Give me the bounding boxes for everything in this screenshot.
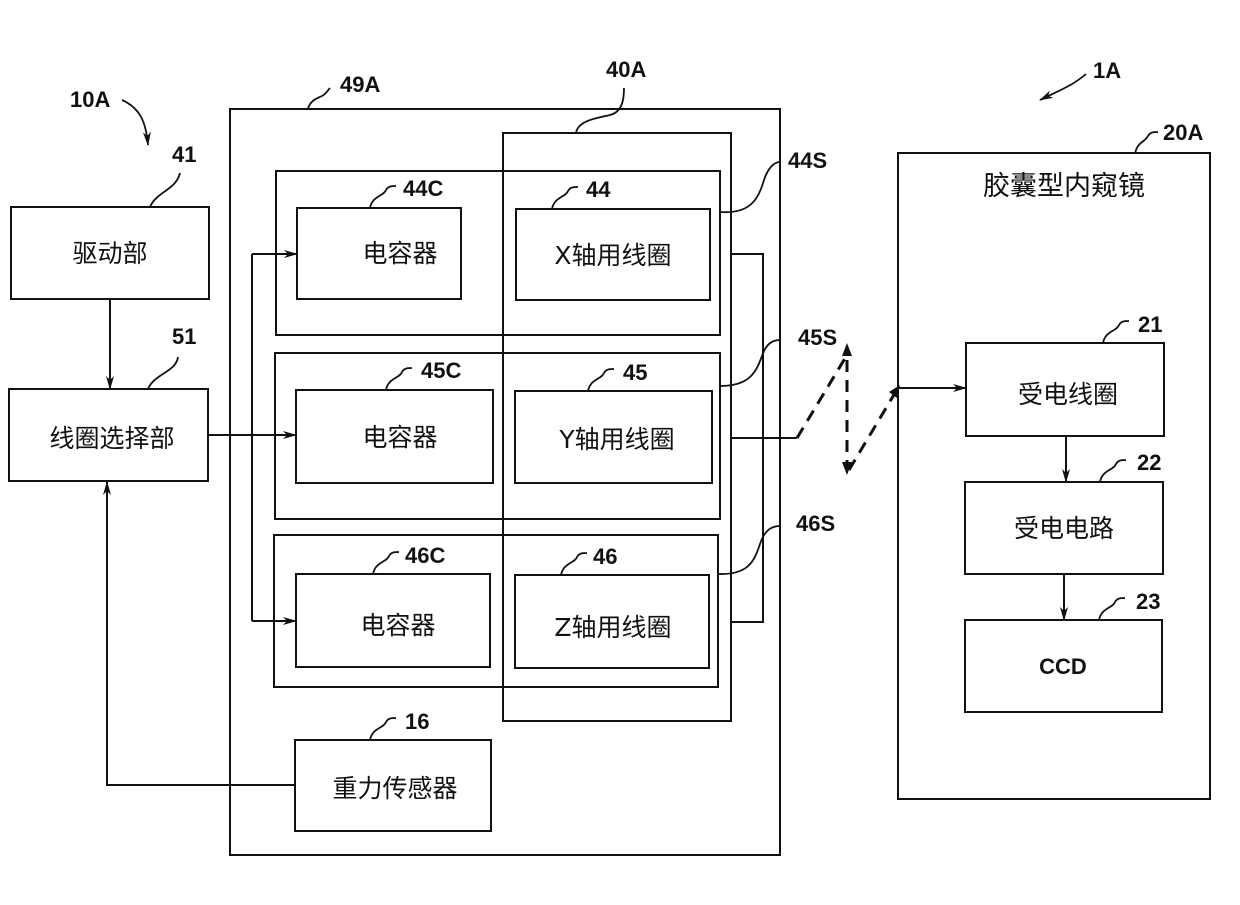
ref-46c-leader bbox=[373, 552, 399, 574]
drive-unit-block: 驱动部 41 bbox=[11, 142, 209, 299]
ref-41-leader bbox=[150, 173, 180, 207]
wireless-power-link bbox=[797, 343, 900, 475]
capsule-endoscope-20a: 胶囊型内窥镜 20A 受电线圈 21 受电电路 22 CCD 23 bbox=[898, 120, 1210, 799]
ref-44-leader bbox=[552, 187, 578, 209]
row-y-45s: 电容器 45C Y轴用线圈 45 45S bbox=[275, 325, 837, 519]
wireless-arrowhead-up bbox=[842, 343, 852, 356]
ref-44-label: 44 bbox=[586, 177, 611, 202]
ref-45s-leader bbox=[720, 340, 780, 386]
ref-46s-label: 46S bbox=[796, 511, 835, 536]
ref-1a-label: 1A bbox=[1093, 58, 1121, 83]
ref-23-leader bbox=[1099, 598, 1125, 620]
ref-44s-label: 44S bbox=[788, 148, 827, 173]
gravity-sensor-block: 重力传感器 16 bbox=[295, 709, 491, 831]
ref-22-label: 22 bbox=[1137, 450, 1161, 475]
drive-unit-label: 驱动部 bbox=[72, 239, 147, 268]
ref-16-leader bbox=[370, 718, 396, 740]
ref-45c-leader bbox=[386, 368, 412, 390]
ccd-label: CCD bbox=[1039, 654, 1087, 679]
arrow-sensor-to-selector bbox=[107, 482, 295, 785]
ref-21-label: 21 bbox=[1138, 312, 1162, 337]
ref-22-leader bbox=[1100, 460, 1126, 482]
ref-46s-leader bbox=[718, 526, 780, 574]
ref-1a-arrow bbox=[1040, 74, 1086, 100]
capacitor-y-label: 电容器 bbox=[362, 423, 437, 452]
coil-y-label: Y轴用线圈 bbox=[558, 425, 674, 454]
ref-46c-label: 46C bbox=[405, 543, 445, 568]
ref-45-leader bbox=[588, 369, 614, 391]
ref-40a-leader bbox=[576, 88, 624, 133]
ref-10a: 10A bbox=[70, 87, 148, 145]
capacitor-x-label: 电容器 bbox=[362, 239, 437, 268]
ref-51-label: 51 bbox=[172, 324, 196, 349]
row-z-46s: 电容器 46C Z轴用线圈 46 46S bbox=[274, 511, 835, 687]
ref-49a-label: 49A bbox=[340, 72, 380, 97]
capacitor-z-label: 电容器 bbox=[360, 611, 435, 640]
ref-44s-leader bbox=[720, 162, 780, 212]
ref-16-label: 16 bbox=[405, 709, 429, 734]
ref-51-leader bbox=[148, 357, 178, 389]
ref-20a-leader bbox=[1135, 132, 1158, 154]
ref-44c-label: 44C bbox=[403, 176, 443, 201]
selector-to-capacitors-bus bbox=[208, 254, 297, 621]
ref-10a-label: 10A bbox=[70, 87, 110, 112]
coil-z-label: Z轴用线圈 bbox=[554, 613, 671, 642]
coil-x-label: X轴用线圈 bbox=[554, 241, 671, 270]
coils-output-bus bbox=[731, 254, 797, 622]
ref-23-label: 23 bbox=[1136, 589, 1160, 614]
ref-41-label: 41 bbox=[172, 142, 196, 167]
ref-49a-leader bbox=[308, 88, 330, 109]
ref-40a-label: 40A bbox=[606, 57, 646, 82]
ref-20a-label: 20A bbox=[1163, 120, 1203, 145]
coil-selector-block: 线圈选择部 51 bbox=[9, 324, 208, 481]
ref-46-leader bbox=[561, 553, 587, 575]
ref-45-label: 45 bbox=[623, 360, 647, 385]
row-x-44s: 电容器 44C X轴用线圈 44 44S bbox=[276, 148, 827, 335]
ref-1a: 1A bbox=[1040, 58, 1121, 100]
receive-coil-label: 受电线圈 bbox=[1018, 380, 1118, 409]
wireless-link-segment-1 bbox=[797, 355, 847, 438]
ref-45c-label: 45C bbox=[421, 358, 461, 383]
ref-46-label: 46 bbox=[593, 544, 617, 569]
ref-45s-label: 45S bbox=[798, 325, 837, 350]
ref-21-leader bbox=[1103, 321, 1129, 343]
receive-circuit-label: 受电电路 bbox=[1014, 514, 1114, 543]
wireless-link-segment-3 bbox=[849, 388, 898, 470]
ref-10a-arrow bbox=[122, 100, 148, 145]
coil-selector-label: 线圈选择部 bbox=[49, 424, 174, 453]
gravity-sensor-label: 重力传感器 bbox=[332, 774, 457, 803]
capsule-title: 胶囊型内窥镜 bbox=[983, 171, 1145, 202]
ref-44c-leader bbox=[370, 186, 396, 208]
